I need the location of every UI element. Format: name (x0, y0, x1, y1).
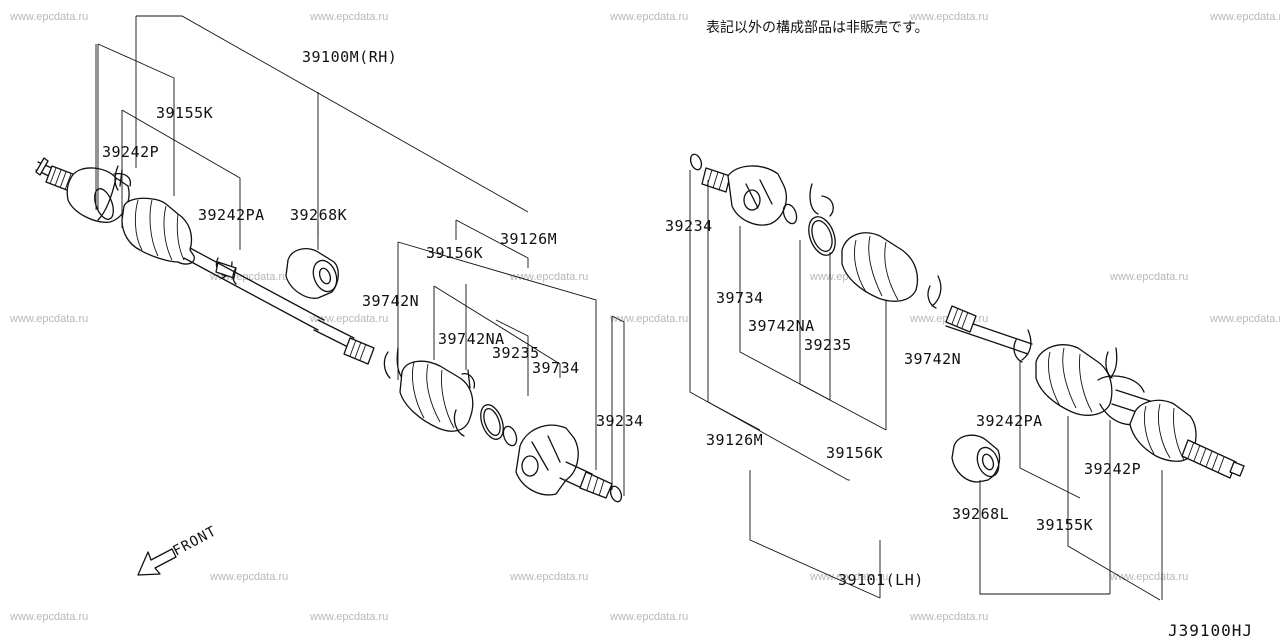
lh-part-labels: 39234 39734 39742NA 39235 39742N 39242PA… (665, 217, 1141, 589)
part-label-39234: 39234 (596, 412, 644, 430)
part-label-39242p-lh: 39242P (1084, 460, 1141, 478)
part-label-39126m-lh: 39126M (706, 431, 763, 449)
part-label-39742n: 39742N (362, 292, 419, 310)
part-label-39242pa: 39242PA (198, 206, 265, 224)
part-label-39156k: 39156K (426, 244, 483, 262)
part-label-39101-lh: 39101(LH) (838, 571, 924, 589)
watermark-text: www.epcdata.ru (309, 11, 388, 23)
rh-drive-shaft-drawing (35, 157, 375, 365)
part-label-39742n-lh: 39742N (904, 350, 961, 368)
watermark-text: www.epcdata.ru (909, 11, 988, 23)
sales-note: 表記以外の構成部品は非販売です。 (706, 19, 929, 36)
part-label-39242pa-lh: 39242PA (976, 412, 1043, 430)
part-label-39155k: 39155K (156, 104, 213, 122)
part-label-39742na: 39742NA (438, 330, 505, 348)
part-label-39155k-lh: 39155K (1036, 516, 1093, 534)
watermark-text: www.epcdata.ru (309, 313, 388, 325)
watermark-text: www.epcdata.ru (509, 571, 588, 583)
part-label-39742na-lh: 39742NA (748, 317, 815, 335)
lh-leader-lines (689, 170, 1163, 601)
part-label-39268l: 39268L (952, 505, 1009, 523)
lh-drive-shaft-drawing (689, 153, 1245, 479)
damper-39268l-drawing (951, 434, 1001, 483)
watermark-text: www.epcdata.ru (1209, 11, 1280, 23)
part-label-39734: 39734 (532, 359, 580, 377)
watermark-text: www.epcdata.ru (1109, 571, 1188, 583)
part-label-39235-lh: 39235 (804, 336, 852, 354)
watermark-text: www.epcdata.ru (9, 11, 88, 23)
watermark-text: www.epcdata.ru (9, 611, 88, 623)
part-label-39234-lh: 39234 (665, 217, 713, 235)
front-arrow-icon (137, 548, 177, 576)
watermark-text: www.epcdata.ru (609, 611, 688, 623)
part-label-39100m-rh: 39100M(RH) (302, 48, 397, 66)
watermark-text: www.epcdata.ru (309, 611, 388, 623)
part-label-39268k: 39268K (290, 206, 347, 224)
watermark-text: www.epcdata.ru (1209, 313, 1280, 325)
watermark-text: www.epcdata.ru (9, 313, 88, 325)
front-label: FRONT (170, 523, 219, 559)
rh-inner-joint-drawing (383, 347, 623, 503)
watermark-text: www.epcdata.ru (609, 313, 688, 325)
diagram-code: J39100HJ (1168, 621, 1253, 640)
part-label-39126m: 39126M (500, 230, 557, 248)
watermark-text: www.epcdata.ru (609, 11, 688, 23)
watermark-text: www.epcdata.ru (909, 611, 988, 623)
watermark-text: www.epcdata.ru (209, 571, 288, 583)
part-label-39734-lh: 39734 (716, 289, 764, 307)
watermark-text: www.epcdata.ru (1109, 271, 1188, 283)
watermark-text: www.epcdata.ru (509, 271, 588, 283)
rh-part-labels: 39100M(RH) 39155K 39242P 39242PA 39268K … (102, 48, 644, 430)
damper-39268k-drawing (285, 248, 339, 299)
rh-leader-lines (95, 15, 625, 496)
part-label-39156k-lh: 39156K (826, 444, 883, 462)
part-label-39235: 39235 (492, 344, 540, 362)
part-label-39242p: 39242P (102, 143, 159, 161)
watermark-text: www.epcdata.ru (809, 571, 888, 583)
